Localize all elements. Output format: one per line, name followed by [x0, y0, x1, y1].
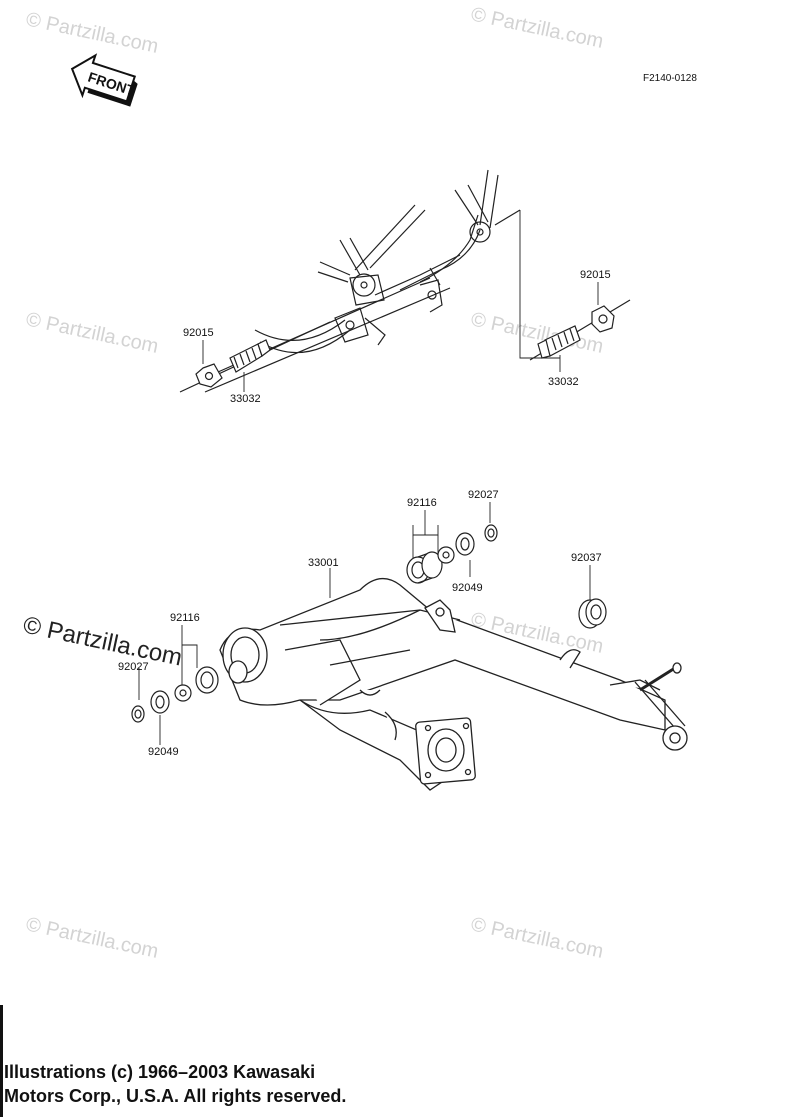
watermark: © Partzilla.com — [469, 913, 605, 963]
part-number-label[interactable]: 92027 — [468, 489, 499, 501]
bearing-lower-part — [131, 666, 219, 723]
copyright-notice: Illustrations (c) 1966–2003 Kawasaki Mot… — [4, 1060, 346, 1108]
part-number-label[interactable]: 92116 — [170, 612, 200, 624]
part-number-label[interactable]: 92049 — [148, 746, 179, 758]
pivot-right-part — [529, 299, 631, 361]
part-number-label[interactable]: 92015 — [183, 327, 214, 339]
part-labels: 92015 33032 92015 33032 92116 92027 9204… — [118, 269, 611, 758]
part-number-label[interactable]: 33032 — [230, 393, 261, 405]
part-number-label[interactable]: 92116 — [407, 497, 437, 509]
part-number-label[interactable]: 92015 — [580, 269, 611, 281]
frame-illustration — [199, 169, 521, 393]
part-number-label[interactable]: 33032 — [548, 376, 579, 388]
copyright-line-1: Illustrations (c) 1966–2003 Kawasaki — [4, 1062, 316, 1082]
bearing-upper-part — [406, 524, 498, 584]
watermark-group: © Partzilla.com © Partzilla.com © Partzi… — [21, 3, 606, 963]
pivot-left-part — [179, 321, 331, 393]
front-arrow-icon: FRONT — [70, 53, 138, 107]
copyright-line-2: Motors Corp., U.S.A. All rights reserved… — [4, 1086, 347, 1106]
watermark: © Partzilla.com — [24, 913, 160, 963]
watermark: © Partzilla.com — [469, 308, 605, 358]
part-number-label[interactable]: 92037 — [571, 552, 602, 564]
swingarm-illustration — [219, 578, 688, 791]
leader-lines — [138, 210, 599, 745]
reference-code: F2140-0128 — [643, 73, 697, 84]
watermark: © Partzilla.com — [469, 3, 605, 53]
watermark-large: © Partzilla.com — [21, 611, 185, 671]
part-number-label[interactable]: 92027 — [118, 661, 149, 673]
watermark: © Partzilla.com — [24, 8, 160, 58]
watermark: © Partzilla.com — [24, 308, 160, 358]
part-number-label[interactable]: 33001 — [308, 557, 339, 569]
cap-part — [578, 598, 607, 629]
part-number-label[interactable]: 92049 — [452, 582, 483, 594]
left-margin-bar — [0, 1005, 3, 1117]
